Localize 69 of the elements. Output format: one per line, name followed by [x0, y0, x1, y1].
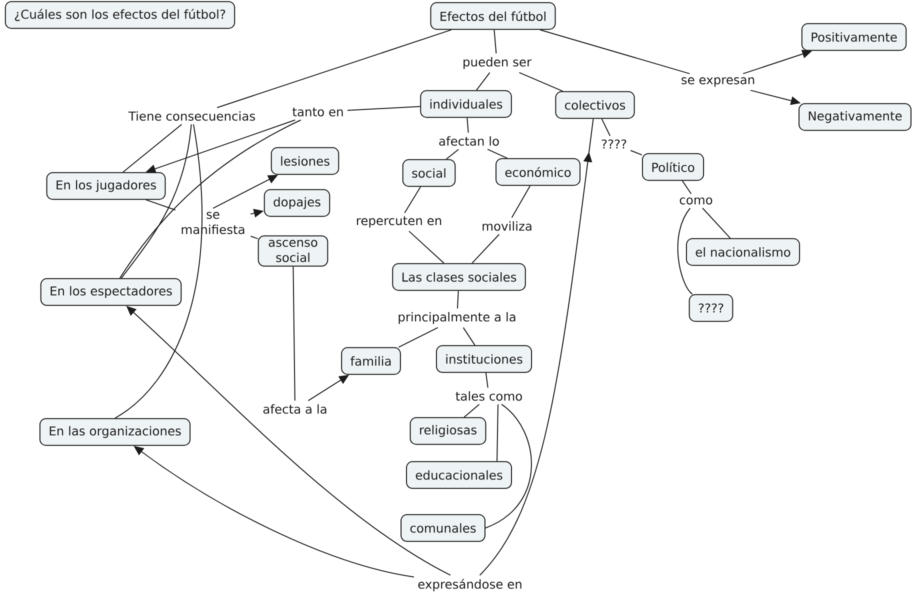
concept-box: Las clases sociales	[392, 263, 526, 291]
connector-line	[511, 185, 531, 218]
concept-box: religiosas	[410, 417, 486, 445]
linking-phrase: principalmente a la	[398, 312, 516, 324]
concept-box: En las organizaciones	[39, 418, 191, 446]
connector-line	[466, 117, 469, 134]
connector-line	[702, 208, 731, 239]
concept-box: colectivos	[555, 91, 635, 119]
concept-box: ????	[688, 294, 734, 322]
connector-line	[114, 124, 202, 419]
concept-box: lesiones	[270, 147, 340, 175]
connector-line	[464, 404, 480, 418]
connector-line	[682, 180, 692, 194]
linking-phrase: pueden ser	[464, 57, 532, 69]
linking-phrase: afectan lo	[439, 136, 499, 146]
connector-line	[496, 404, 498, 462]
concept-box: individuales	[420, 90, 512, 118]
connector-line	[119, 120, 302, 279]
concept-box: instituciones	[436, 345, 532, 373]
linking-phrase: ????	[602, 139, 626, 149]
linking-phrase: tales como	[456, 391, 522, 401]
connector-line	[404, 186, 422, 214]
concept-box: educacionales	[406, 461, 512, 489]
linking-phrase: tanto en	[292, 108, 343, 116]
connector-line	[216, 29, 452, 108]
linking-phrase: Tiene consecuencias	[128, 111, 255, 121]
concept-box: comunales	[400, 514, 486, 542]
concept-box: Positivamente	[801, 23, 907, 51]
concept-box: En los jugadores	[46, 172, 166, 200]
concept-box: social	[402, 159, 456, 187]
connector-line	[456, 290, 459, 309]
arrow	[479, 118, 594, 576]
connector-line	[677, 208, 693, 295]
concept-box: Político	[642, 153, 704, 181]
concept-box: dopajes	[264, 189, 330, 217]
connector-line	[292, 266, 296, 402]
connector-line	[540, 29, 690, 74]
linking-phrase: se expresan	[682, 77, 754, 87]
connector-line	[462, 327, 476, 346]
concept-box: ascenso social	[258, 235, 328, 267]
linking-phrase: expresándose en	[418, 578, 522, 592]
connector-line	[408, 230, 444, 264]
connector-line	[601, 118, 611, 136]
question-box: ¿Cuáles son los efectos del fútbol?	[4, 1, 236, 29]
concept-box: el nacionalismo	[686, 238, 800, 266]
connector-line	[446, 148, 460, 160]
connector-line	[476, 72, 490, 91]
connector-line	[346, 106, 421, 111]
linking-phrase: moviliza	[482, 221, 532, 231]
connector-line	[122, 124, 182, 173]
concept-box: Negativamente	[798, 103, 912, 131]
linking-phrase: como	[680, 197, 712, 205]
connector-line	[120, 124, 192, 279]
connector-line	[398, 327, 438, 348]
connector-line	[487, 148, 508, 159]
concept-box: familia	[341, 347, 401, 375]
linking-phrase: repercuten en	[356, 216, 442, 228]
concept-box: En los espectadores	[40, 278, 182, 306]
connector-line	[518, 72, 564, 92]
connector-line	[472, 234, 500, 264]
connector-line	[485, 372, 488, 388]
connector-line	[145, 199, 176, 210]
linking-phrase: afecta a la	[263, 404, 326, 414]
connector-line	[250, 236, 258, 240]
connector-line	[494, 29, 497, 54]
connector-line	[484, 404, 532, 528]
concept-box: económico	[496, 158, 581, 186]
concept-box: Efectos del fútbol	[430, 2, 556, 30]
connector-line	[630, 150, 642, 156]
